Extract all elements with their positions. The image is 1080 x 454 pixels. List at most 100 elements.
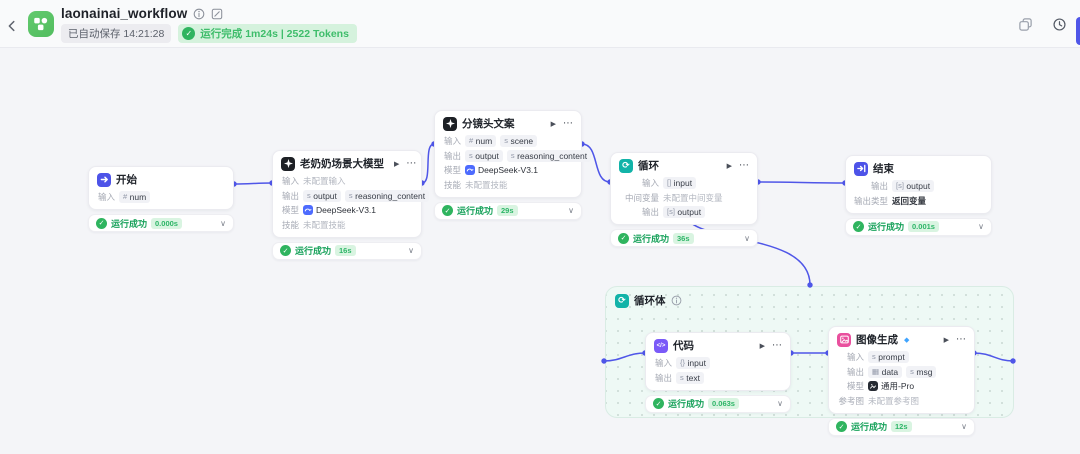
chevron-down-icon[interactable]: ∨ <box>568 206 574 215</box>
success-check-icon: ✓ <box>653 398 664 409</box>
success-check-icon: ✓ <box>280 245 291 256</box>
run-status: 运行成功 <box>851 422 888 432</box>
run-time-badge: 0.001s <box>908 221 939 232</box>
workflow-title: laonainai_workflow <box>61 6 188 21</box>
row-label: 模型 <box>281 205 299 215</box>
edge-grandma-storyboard <box>421 143 435 184</box>
model-value: DeepSeek-V3.1 <box>303 205 376 215</box>
success-check-icon: ✓ <box>836 421 847 432</box>
chevron-down-icon[interactable]: ∨ <box>978 222 984 231</box>
more-menu-icon[interactable]: ⋯ <box>739 159 749 171</box>
node-end[interactable]: 结束 输出 [s]output 输出类型 返回变量 ✓ 运行成功 0.001s … <box>845 155 992 236</box>
empty-value: 未配置参考图 <box>868 395 920 406</box>
workflow-app-icon <box>28 11 54 37</box>
deepseek-icon <box>303 205 313 215</box>
variable-tag: ▦data <box>868 365 903 378</box>
run-result-bar[interactable]: ✓ 运行成功 0.001s ∨ <box>845 217 992 236</box>
more-menu-icon[interactable]: ⋯ <box>956 333 966 345</box>
premium-gem-icon: ◆ <box>904 336 910 344</box>
run-node-icon[interactable]: ▶ <box>726 162 732 170</box>
success-check-icon: ✓ <box>96 217 107 229</box>
variable-tag: []input <box>663 177 697 189</box>
model-value: DeepSeek-V3.1 <box>465 165 538 175</box>
run-node-icon[interactable]: ▶ <box>394 160 400 168</box>
empty-value: 未配置输入 <box>303 176 346 186</box>
loop-body-title: 循环体 <box>634 295 666 307</box>
more-menu-icon[interactable]: ⋯ <box>406 157 417 169</box>
output-type-value: 返回变量 <box>892 195 927 206</box>
run-status: 运行成功 <box>633 233 670 244</box>
chevron-down-icon[interactable]: ∨ <box>408 246 414 255</box>
node-title: 代码 <box>673 340 694 352</box>
autosave-badge: 已自动保存 14:21:28 <box>61 24 172 43</box>
chevron-down-icon[interactable]: ∨ <box>220 218 226 228</box>
run-status: 运行成功 <box>295 246 332 256</box>
row-label: 输入 <box>97 192 115 202</box>
row-label: 技能 <box>443 179 461 190</box>
node-title: 结束 <box>873 163 894 175</box>
success-check-icon: ✓ <box>442 205 453 216</box>
code-icon: </> <box>654 338 668 353</box>
run-result-bar[interactable]: ✓ 运行成功 29s ∨ <box>434 201 582 220</box>
run-status: 运行成功 <box>868 222 905 232</box>
node-title: 分镜头文案 <box>462 118 515 130</box>
run-status: 运行成功 <box>668 399 705 409</box>
row-label: 输出 <box>281 190 299 201</box>
node-title: 循环 <box>638 160 659 172</box>
empty-value: 未配置技能 <box>465 179 508 190</box>
general-model-icon <box>868 381 878 391</box>
back-button[interactable] <box>4 18 20 34</box>
run-time-badge: 36s <box>673 232 694 244</box>
start-icon <box>97 172 111 187</box>
llm-icon <box>281 156 295 171</box>
node-title: 老奶奶场景大模型 <box>300 158 384 170</box>
chevron-down-icon[interactable]: ∨ <box>777 399 783 408</box>
node-start[interactable]: 开始 输入 #num ✓ 运行成功 0.000s ∨ <box>88 166 234 232</box>
row-label: 输入 <box>281 176 299 186</box>
info-icon[interactable] <box>671 295 682 306</box>
end-icon <box>854 161 868 176</box>
info-icon[interactable] <box>193 8 205 20</box>
more-menu-icon[interactable]: ⋯ <box>563 117 573 129</box>
run-time-badge: 0.000s <box>151 217 182 229</box>
type-icon: # <box>123 192 128 201</box>
row-label: 输入 <box>654 358 672 368</box>
run-result-bar[interactable]: ✓ 运行成功 12s ∨ <box>828 417 975 436</box>
edge-start-grandma <box>233 182 273 185</box>
chevron-down-icon[interactable]: ∨ <box>744 233 750 243</box>
publish-button[interactable] <box>1076 17 1080 45</box>
chevron-down-icon[interactable]: ∨ <box>961 422 967 431</box>
node-loop[interactable]: ⟳ 循环 ▶ ⋯ 输入 []input 中间变量未配置中间变量 输出 [s]ou… <box>610 152 758 247</box>
variable-tag: [s]output <box>892 180 935 192</box>
run-node-icon[interactable]: ▶ <box>759 342 765 350</box>
row-label: 模型 <box>443 165 461 175</box>
variable-tag: #num <box>465 135 497 147</box>
more-menu-icon[interactable]: ⋯ <box>772 339 782 351</box>
row-label: 输入 <box>443 136 461 146</box>
check-icon: ✓ <box>182 27 196 40</box>
empty-value: 未配置技能 <box>303 219 346 230</box>
run-node-icon[interactable]: ▶ <box>943 336 949 344</box>
duplicate-icon[interactable] <box>1012 11 1038 37</box>
run-result-bar[interactable]: ✓ 运行成功 36s ∨ <box>610 229 758 247</box>
run-node-icon[interactable]: ▶ <box>550 120 556 128</box>
edit-icon[interactable] <box>211 8 223 20</box>
run-status: 运行成功 <box>457 206 494 216</box>
run-result-bar[interactable]: ✓ 运行成功 0.000s ∨ <box>88 214 234 232</box>
history-icon[interactable] <box>1046 11 1072 37</box>
run-time-badge: 0.063s <box>708 398 739 409</box>
variable-tag: #num <box>119 191 151 203</box>
run-result-bar[interactable]: ✓ 运行成功 16s ∨ <box>272 241 422 260</box>
row-label: 输出类型 <box>854 195 889 206</box>
run-result-bar[interactable]: ✓ 运行成功 0.063s ∨ <box>645 394 791 413</box>
row-label: 输出 <box>654 372 672 383</box>
